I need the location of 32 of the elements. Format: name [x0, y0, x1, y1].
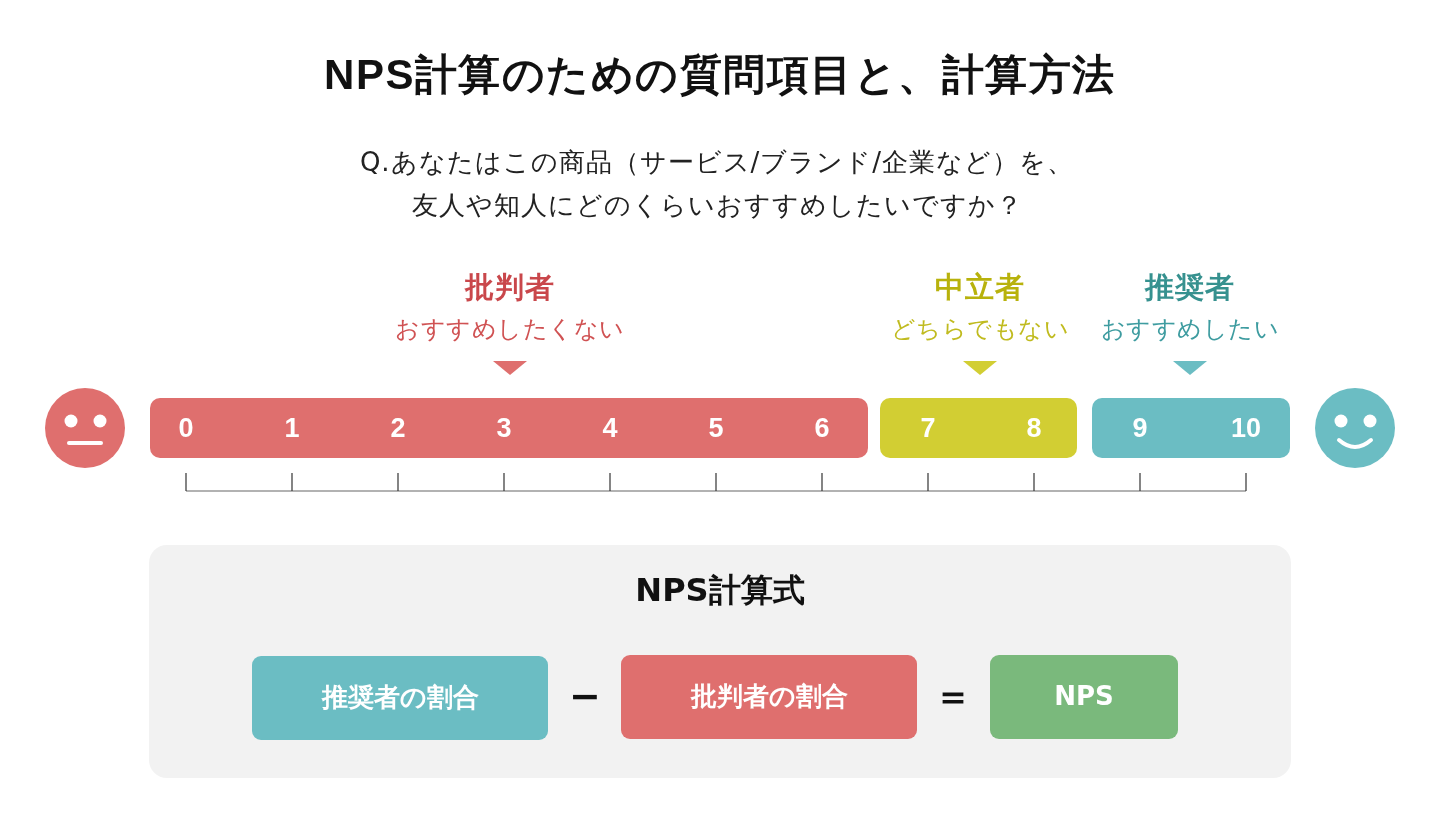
question-text: Q.あなたはこの商品（サービス/ブランド/企業など）を、友人や知人にどのくらいおすすめしたいですか？ — [358, 146, 1076, 222]
formula-box — [252, 656, 548, 740]
score-number: 8 — [1026, 414, 1042, 442]
score-number: 4 — [602, 414, 618, 442]
score-number: 6 — [814, 414, 830, 442]
score-number: 7 — [920, 414, 936, 442]
panel-heading: NPS計算式 — [635, 570, 805, 610]
score-bar — [150, 398, 868, 458]
formula-panel — [149, 545, 1291, 778]
category-heading: 推奨者 — [1145, 269, 1235, 305]
score-number: 3 — [496, 414, 512, 442]
category-heading: 中立者 — [935, 269, 1025, 305]
category-heading: 批判者 — [465, 269, 555, 305]
category-subtitle: おすすめしたい — [1100, 314, 1280, 344]
score-bar — [1092, 398, 1290, 458]
result-box — [990, 655, 1178, 739]
equals-operator: ＝ — [934, 677, 972, 715]
score-number: 9 — [1132, 414, 1148, 442]
category-subtitle: どちらでもない — [890, 314, 1070, 344]
minus-operator: − — [569, 677, 601, 715]
score-bar — [880, 398, 1077, 458]
score-number: 0 — [178, 414, 194, 442]
formula-label: 批判者の割合 — [690, 681, 848, 713]
score-number: 2 — [390, 414, 406, 442]
diagram-title: NPS計算のための質問項目と、計算方法 — [324, 50, 1116, 100]
score-number: 10 — [1231, 414, 1261, 442]
formula-label: NPS — [1054, 681, 1114, 713]
score-number: 1 — [284, 414, 300, 442]
category-subtitle: おすすめしたくない — [395, 314, 625, 344]
formula-box — [621, 655, 917, 739]
formula-label: 推奨者の割合 — [321, 682, 479, 714]
score-number: 5 — [708, 414, 724, 442]
